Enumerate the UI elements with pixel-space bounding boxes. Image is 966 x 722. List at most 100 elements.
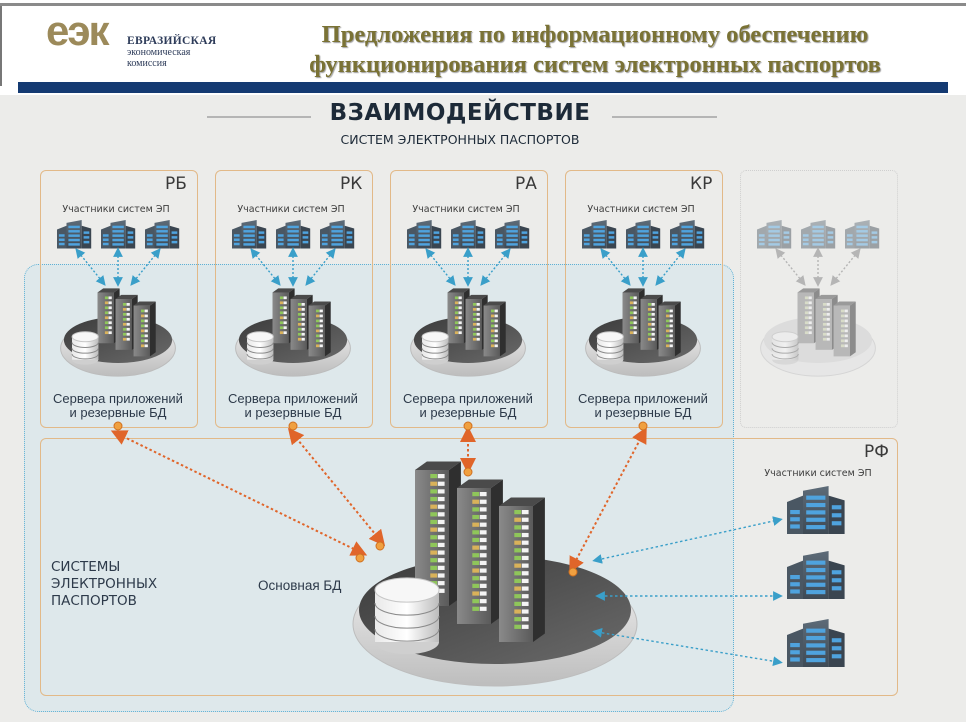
building-window [68,238,80,242]
main-database-server-icon [352,461,638,687]
building-window [146,234,153,237]
rack-slot [283,301,287,305]
db-ring [771,342,799,348]
rack-slot [301,322,305,326]
db-ring [246,342,274,348]
building-window [856,234,868,237]
rack-slot [826,312,830,316]
systems-label-line-3: ПАСПОРТОВ [51,593,137,609]
slide-title-line-1: Предложения по информационному обеспечен… [321,21,869,48]
building-window [593,230,605,233]
rack-slot [826,317,830,321]
rack-led [804,321,809,325]
building-window [346,236,353,239]
building-wing-left [57,225,67,249]
participant-link [130,248,161,286]
rack-led [490,329,495,333]
slide-title-line-2: функционирования систем электронных пасп… [309,51,881,78]
building-tower [854,220,870,249]
rack-led [430,504,438,509]
building-window [871,236,878,239]
building-window [802,234,809,237]
building-window [156,230,168,233]
building-window [846,238,853,241]
server-rack [815,294,838,350]
caption-kr-line-1: Сервера приложений [578,391,708,406]
rack-slot [458,306,462,310]
server-rack [658,301,681,357]
rack-slot [479,537,487,543]
rack-led [647,337,652,341]
rack-slot [844,339,848,343]
building-window [83,240,90,244]
rack-slot [479,576,487,581]
rack-slot [633,321,637,325]
rack-slot [437,565,445,570]
rack-led [647,312,652,316]
participant-building-icon [276,220,311,249]
building-wing-left [320,225,330,249]
building-window [806,643,826,648]
building-window [506,243,518,246]
rack-slot [301,307,305,311]
db-ring [596,353,624,360]
rack-slot [521,548,529,553]
building-window [790,510,800,515]
building-window [856,230,868,233]
rack-led [472,560,480,566]
rack-led [665,339,670,343]
rack-led [315,319,320,323]
rack-led [472,514,480,520]
rack-slot [319,314,323,318]
db-ring [374,628,440,642]
rack-slot [283,306,287,310]
participant-building-icon [407,220,442,249]
sync-link-1 [110,430,368,556]
rack-slot [144,309,148,313]
rack-slot [633,296,637,300]
rack-led [297,307,302,311]
rack-led [514,624,522,629]
rack-led [122,332,127,336]
rack-slot [633,301,637,305]
rack-led [822,332,827,336]
building-window [806,635,826,641]
rack-slot [479,545,487,550]
rack-slot [301,312,305,316]
rack-slot [669,344,673,348]
building-window [696,240,703,244]
db-ring [246,353,274,360]
building-window [521,231,528,234]
rack-led [514,617,522,622]
building-window [243,234,255,237]
logo-line-2: экономическая [127,47,191,58]
building-wing-right [869,225,880,249]
rack-slot [476,337,480,341]
rack-slot [144,329,148,333]
building-wing-left [626,225,636,249]
building-window [258,240,265,244]
building-window [58,242,65,246]
building-wing-left [451,225,461,249]
regional-node-1 [57,220,180,377]
building-window [277,242,284,246]
participant-building-icon [626,220,661,249]
rack-led [822,312,827,316]
building-wing-left [407,225,417,249]
rack-led [122,322,127,326]
building-window [812,230,824,233]
rack-led [822,307,827,311]
building-window [287,225,299,229]
building-window [583,234,590,237]
rack-slot [808,326,812,330]
building-window [506,225,518,229]
building-window [331,230,343,233]
rack-led [840,324,845,328]
building-window [462,238,474,242]
rack-led [279,326,284,330]
building-window [806,517,826,522]
eec-logo-text: ЕВРАЗИЙСКАЯ экономическая комиссия [127,35,216,69]
db-top [771,331,799,343]
rack-led [490,324,495,328]
building-window [790,650,800,655]
